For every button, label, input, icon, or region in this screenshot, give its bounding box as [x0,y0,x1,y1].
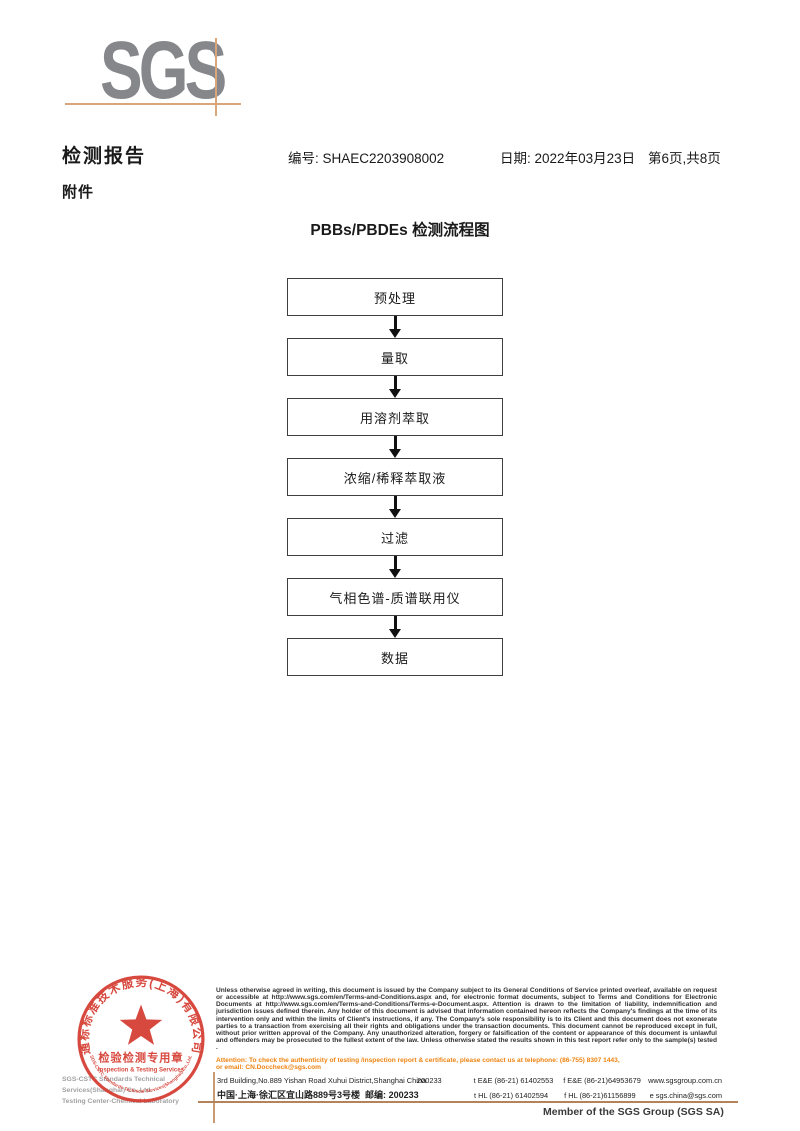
attention-notice: Attention: To check the authenticity of … [216,1057,717,1072]
email-address: e sgs.china@sgs.com [649,1091,722,1100]
report-number-value: SHAEC2203908002 [322,151,445,166]
inspection-testing-seal-stamp: 通标标准技术服务(上海)有限公司 SGS-CSTC Standards Tech… [77,975,205,1103]
telephone-2: t HL (86-21) 61402594 [473,1091,549,1100]
flow-step-measure: 量取 [287,338,503,376]
arrow-down-icon [287,496,503,518]
flow-step-filter: 过滤 [287,518,503,556]
flow-step-concentrate-dilute: 浓缩/稀释萃取液 [287,458,503,496]
attachment-label: 附件 [62,184,95,201]
logo-vertical-line [215,38,217,116]
flow-step-data: 数据 [287,638,503,676]
page-indicator: 第6页,共8页 [648,151,721,166]
address-en: 3rd Building,No.889 Yishan Road Xuhui Di… [217,1076,427,1085]
footer-horizontal-line [198,1101,738,1103]
website-url: www.sgsgroup.com.cn [648,1076,722,1085]
sgs-logo: SGS [100,25,227,116]
logo-horizontal-line [65,103,241,105]
star-icon [119,1004,163,1045]
report-date-label: 日期: [500,151,531,166]
arrow-down-icon [287,316,503,338]
lab-company-line2: Testing Center-Chemical Laboratory [62,1098,179,1105]
sgs-member-text: Member of the SGS Group (SGS SA) [543,1106,724,1118]
attention-line2: or email: CN.Doccheck@sgs.com [216,1064,322,1072]
flowchart-title: PBBs/PBDEs 检测流程图 [310,222,490,239]
postcode-label-cn: 邮编: [365,1090,387,1100]
flow-step-gcms: 气相色谱-质谱联用仪 [287,578,503,616]
page-title: 检测报告 [62,146,147,167]
stamp-ring [77,975,205,1103]
address-cn: 中国·上海·徐汇区宜山路889号3号楼 邮编: 200233 [217,1090,419,1100]
report-number-label: 编号: [288,151,319,166]
flow-step-pretreatment: 预处理 [287,278,503,316]
report-date-value: 2022年03月23日 [534,151,636,166]
attention-line1: Attention: To check the authenticity of … [216,1057,620,1064]
flow-step-solvent-extraction: 用溶剂萃取 [287,398,503,436]
stamp-center-label-en: Inspection & Testing Services [98,1066,185,1073]
telephone-1: t E&E (86-21) 61402553 [473,1076,554,1085]
arrow-down-icon [287,376,503,398]
address-row-en: 3rd Building,No.889 Yishan Road Xuhui Di… [217,1076,722,1088]
arrow-down-icon [287,436,503,458]
arrow-down-icon [287,556,503,578]
report-number: 编号: SHAEC2203908002 [288,147,444,167]
report-date: 日期: 2022年03月23日 [500,147,635,167]
postcode-cn: 200233 [388,1090,419,1100]
arrow-down-icon [287,616,503,638]
legal-terms-text: Unless otherwise agreed in writing, this… [216,987,717,1052]
address-row-cn: 中国·上海·徐汇区宜山路889号3号楼 邮编: 200233 t HL (86-… [217,1088,722,1100]
fax-1: f E&E (86-21)64953679 [563,1076,641,1085]
address-block: 3rd Building,No.889 Yishan Road Xuhui Di… [217,1076,722,1100]
fax-2: f HL (86-21)61156899 [564,1091,636,1100]
postcode-en: 200233 [417,1076,442,1085]
stamp-center-label-cn: 检验检测专用章 [98,1050,183,1064]
flowchart: 预处理 量取 用溶剂萃取 浓缩/稀释萃取液 过滤 气相色谱-质谱联用仪 数据 [287,278,503,676]
footer-vertical-mark [213,1072,215,1123]
